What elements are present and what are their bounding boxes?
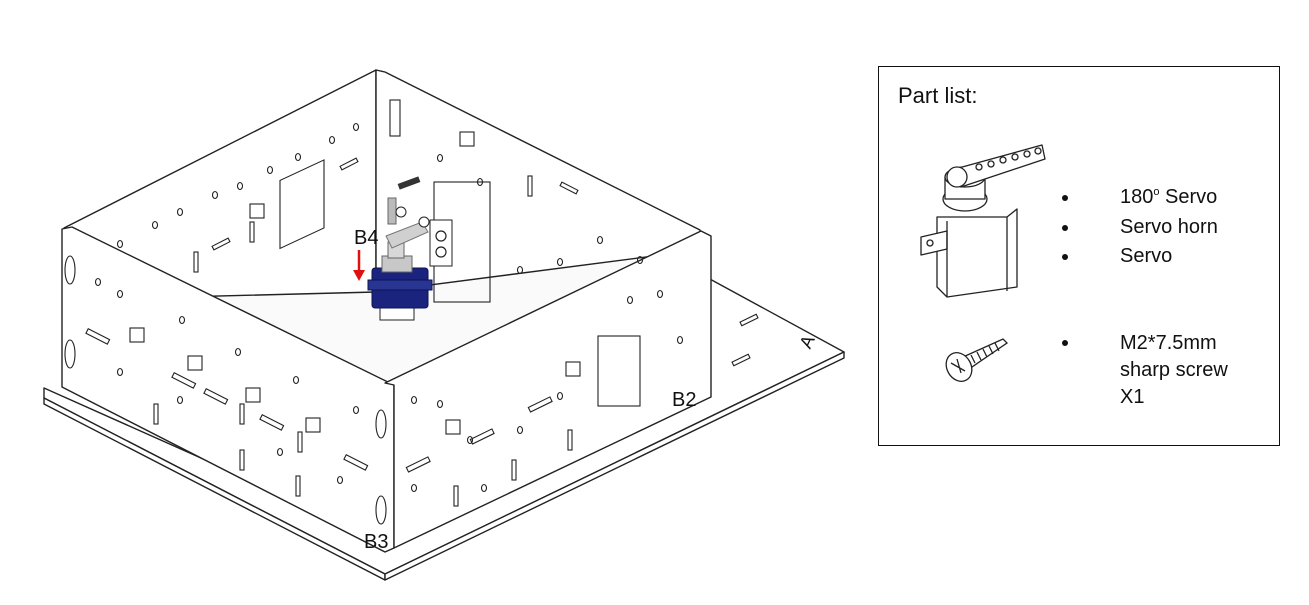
window-back-left xyxy=(279,159,325,250)
screw-icon xyxy=(945,338,1009,382)
slot xyxy=(64,255,76,285)
slot xyxy=(375,495,387,525)
part-list-title: Part list: xyxy=(898,83,978,108)
slot xyxy=(375,409,387,439)
wall-holes xyxy=(94,122,684,493)
assembly-diagram: B4 B3 B2 A xyxy=(43,69,845,581)
label-b3: B3 xyxy=(364,531,388,553)
window-front-right xyxy=(597,335,641,407)
wall-slots xyxy=(85,99,759,507)
part-item-180-servo: 180o Servo xyxy=(879,183,1279,213)
part-item-screw: M2*7.5mm sharp screw X1 xyxy=(1120,332,1228,408)
front-right-wall xyxy=(384,230,712,549)
part-item-servo: Servo xyxy=(879,242,1279,272)
servo-assembly xyxy=(367,176,453,321)
part-list-panel: Part list: 180o Servo Serv xyxy=(878,66,1280,446)
base-plate-edge-right xyxy=(384,351,845,581)
label-b4: B4 xyxy=(354,227,378,249)
arrow-down-icon xyxy=(353,250,365,281)
slot xyxy=(64,339,76,369)
servo-icon xyxy=(920,144,1046,298)
label-b2: B2 xyxy=(672,389,696,411)
part-item-servo-horn: Servo horn xyxy=(879,213,1279,243)
